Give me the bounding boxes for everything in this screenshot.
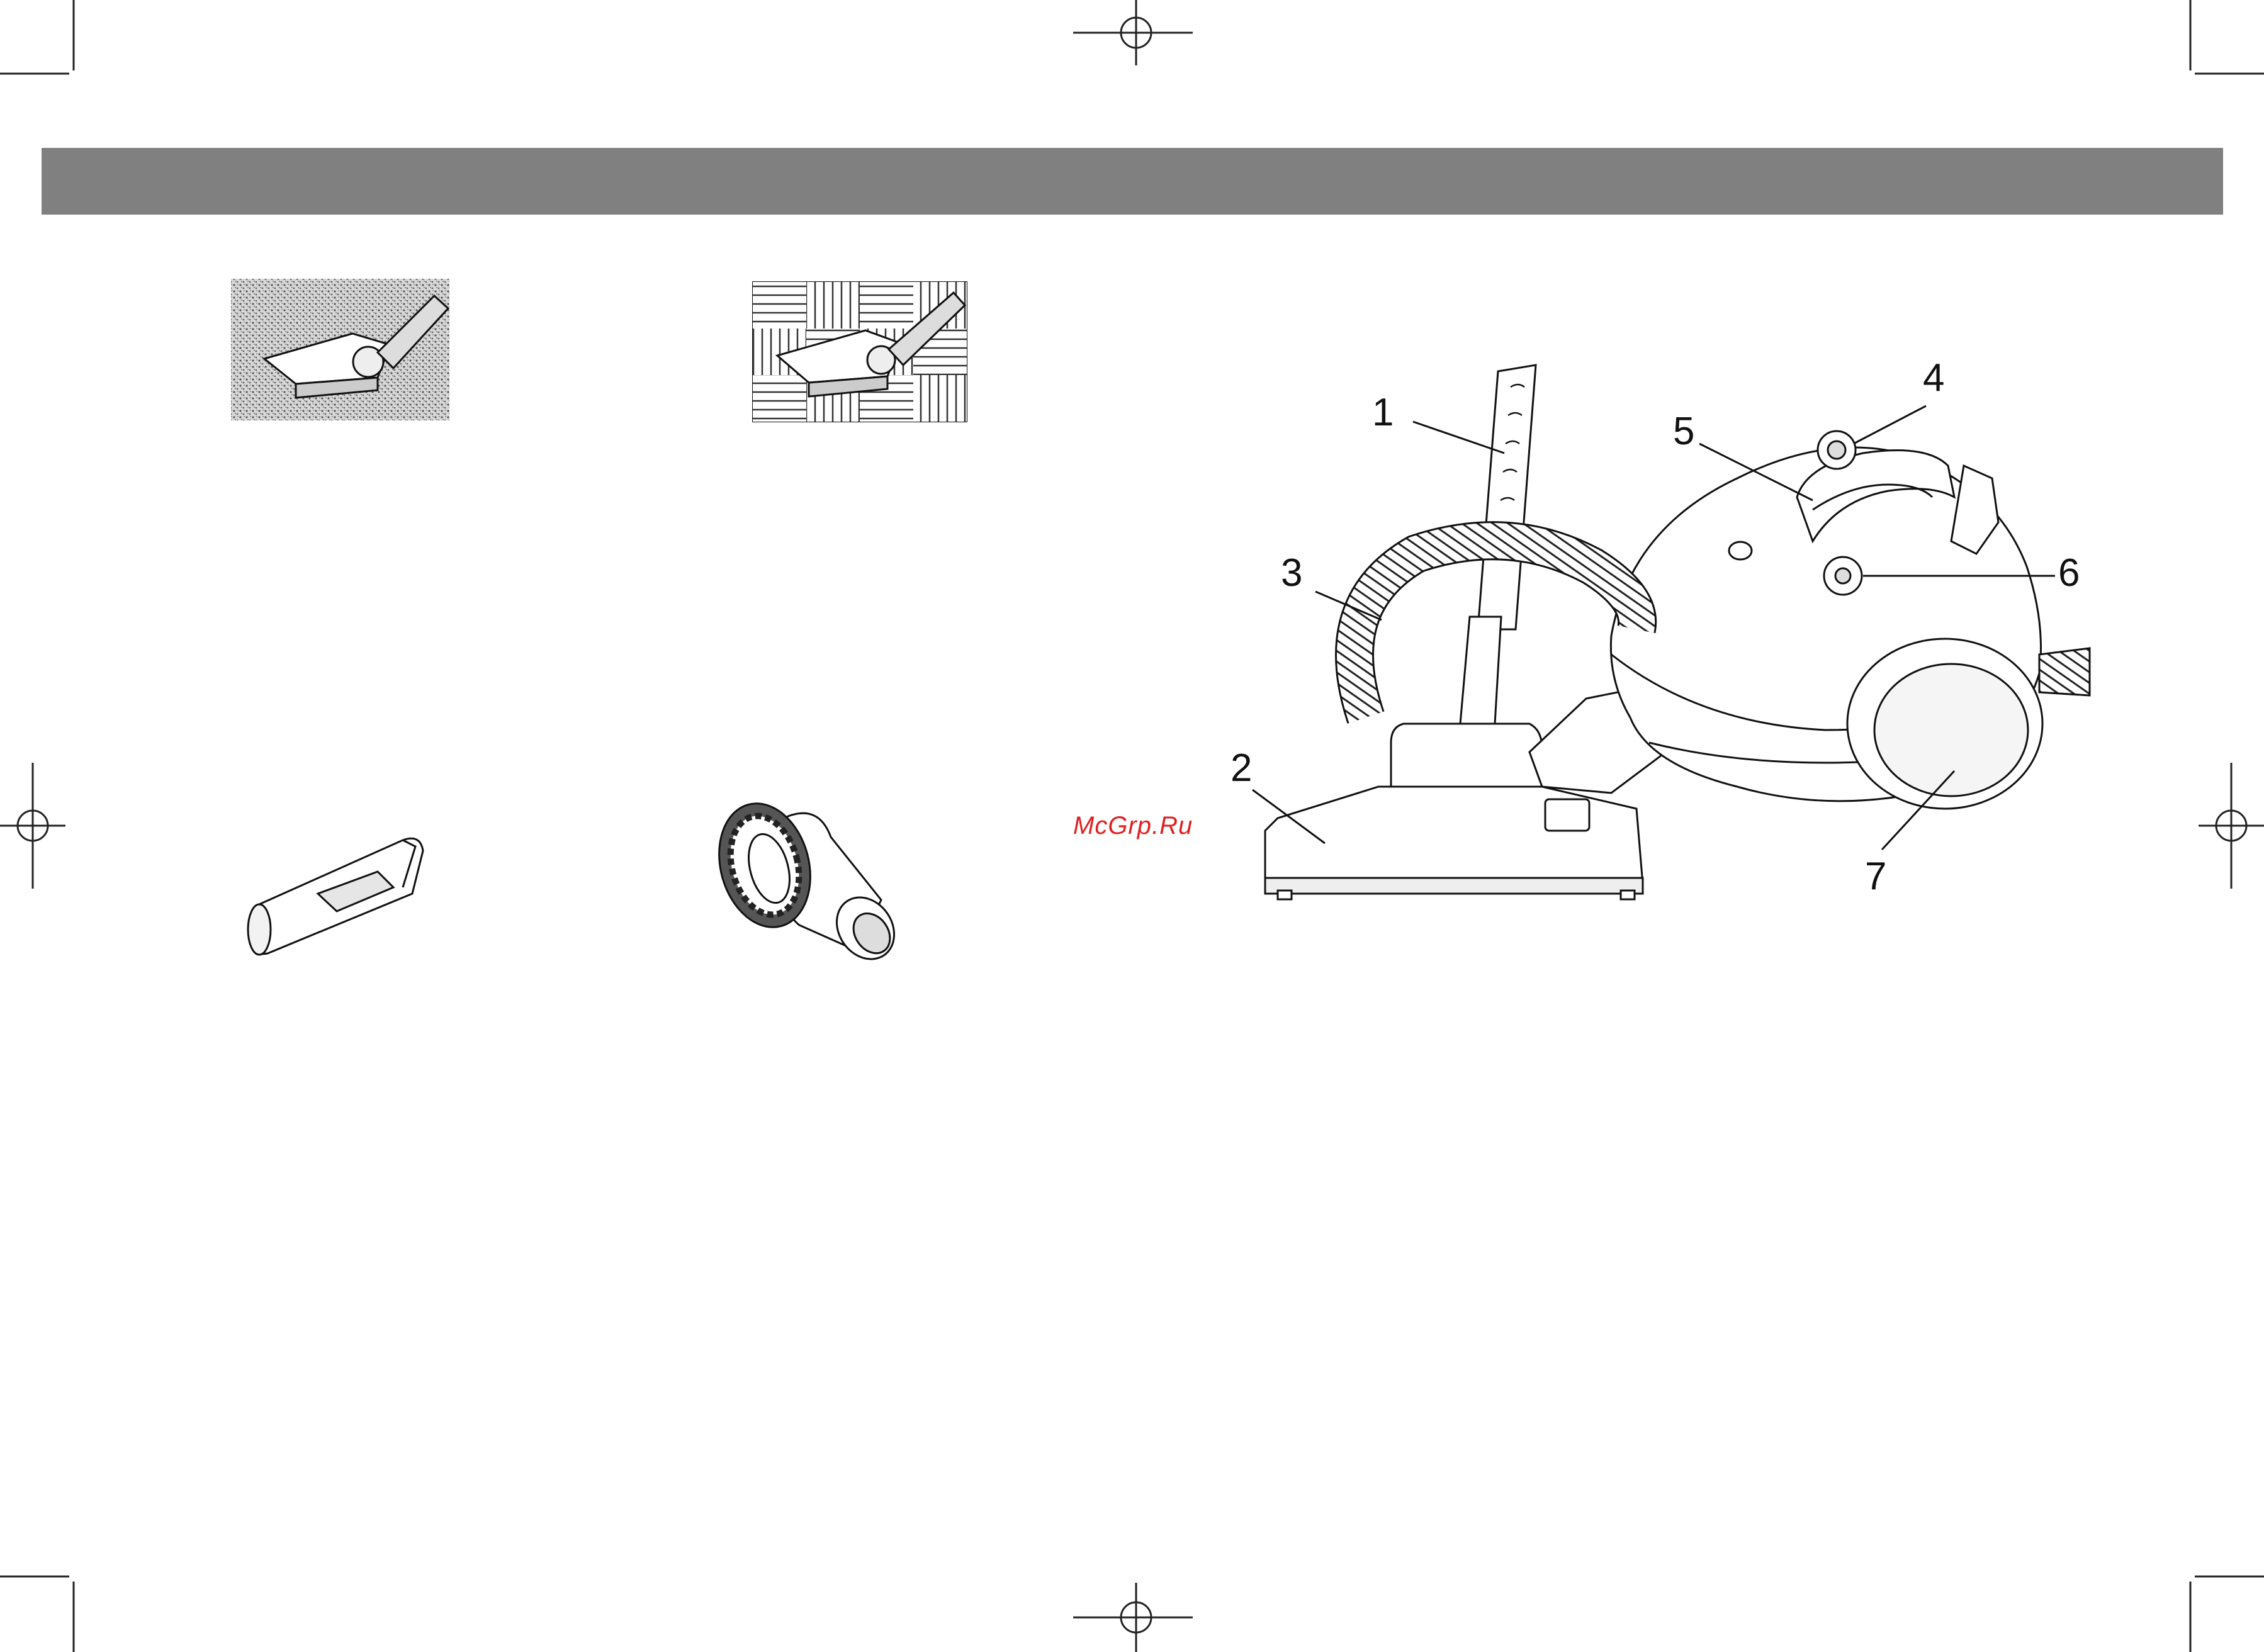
dust-brush-figure — [706, 793, 906, 970]
registration-mark-right-icon — [2199, 763, 2264, 889]
callout-3: 3 — [1281, 554, 1302, 593]
callout-1: 1 — [1372, 393, 1394, 432]
carpet-nozzle-figure — [231, 279, 449, 420]
callout-6: 6 — [2058, 554, 2080, 593]
crevice-tool-figure — [248, 838, 423, 955]
registration-mark-bottom-icon — [1073, 1583, 1193, 1652]
watermark-text: McGrp.Ru — [1073, 812, 1193, 840]
registration-mark-top-icon — [1073, 0, 1193, 65]
floor-nozzle-figure — [753, 282, 967, 422]
callout-4: 4 — [1923, 359, 1944, 398]
callout-7: 7 — [1865, 857, 1886, 896]
registration-mark-left-icon — [0, 763, 65, 889]
callout-5: 5 — [1673, 412, 1694, 451]
callout-2: 2 — [1231, 749, 1252, 788]
